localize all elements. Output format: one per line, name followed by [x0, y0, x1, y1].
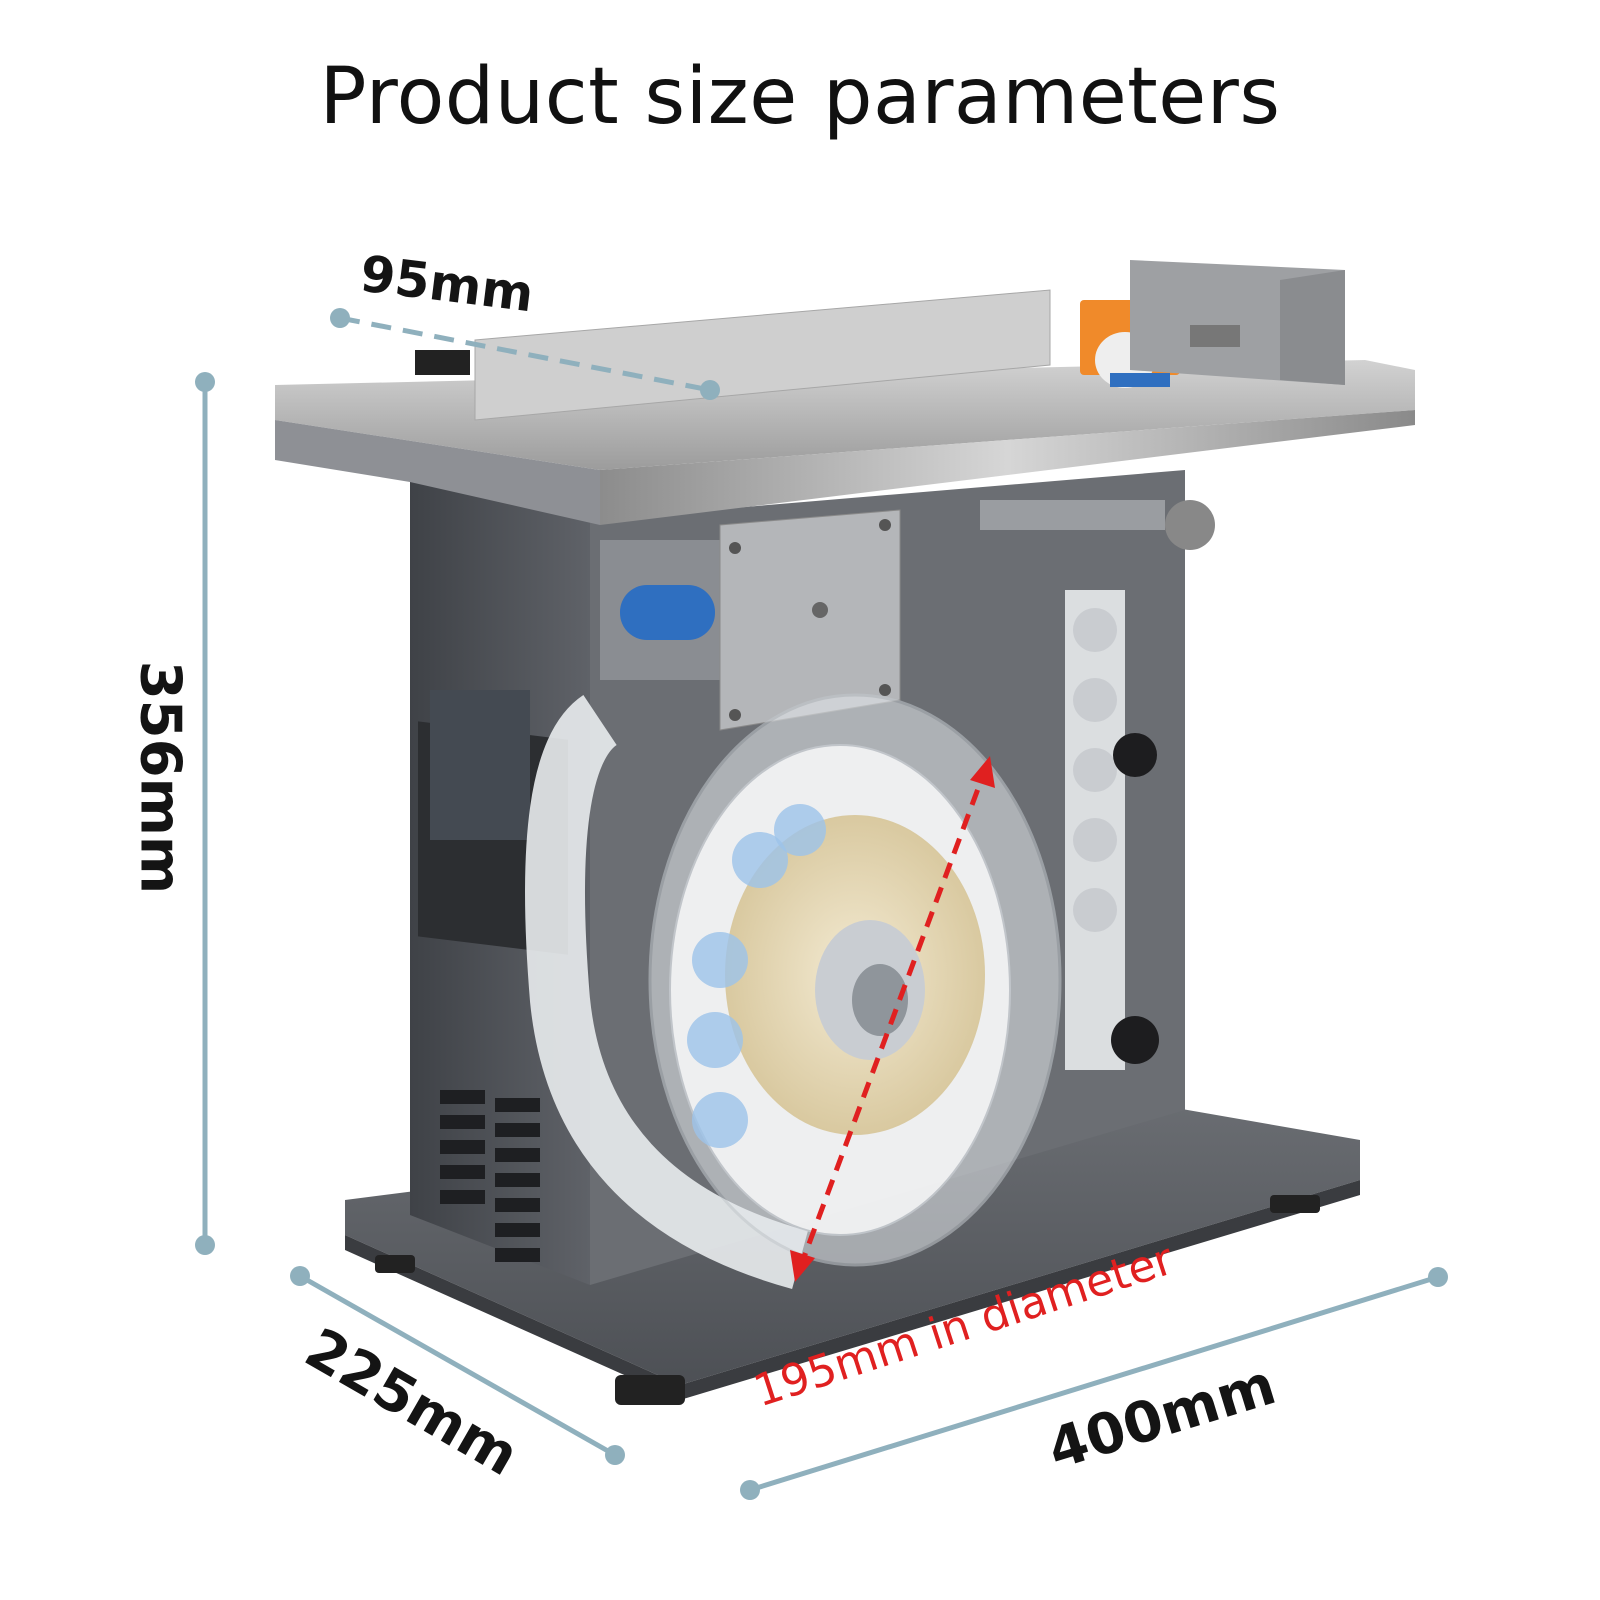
top-table: [275, 260, 1415, 525]
depth-line: [298, 1273, 617, 1458]
diameter-arrow: [790, 756, 995, 1282]
label-roll: [648, 693, 1062, 1267]
length-line: [749, 1274, 1439, 1493]
height-label: 356mm: [127, 660, 193, 895]
arrowhead-bottom: [790, 1250, 815, 1282]
dimension-lines: [195, 308, 1448, 1500]
display-screen: [430, 690, 530, 840]
arrowhead-top: [970, 756, 995, 788]
label-web-strip: [525, 590, 1125, 1289]
peeling-mechanism: [600, 500, 1215, 1064]
vent-grille: [440, 1090, 540, 1262]
page-title: Product size parameters: [319, 52, 1281, 142]
